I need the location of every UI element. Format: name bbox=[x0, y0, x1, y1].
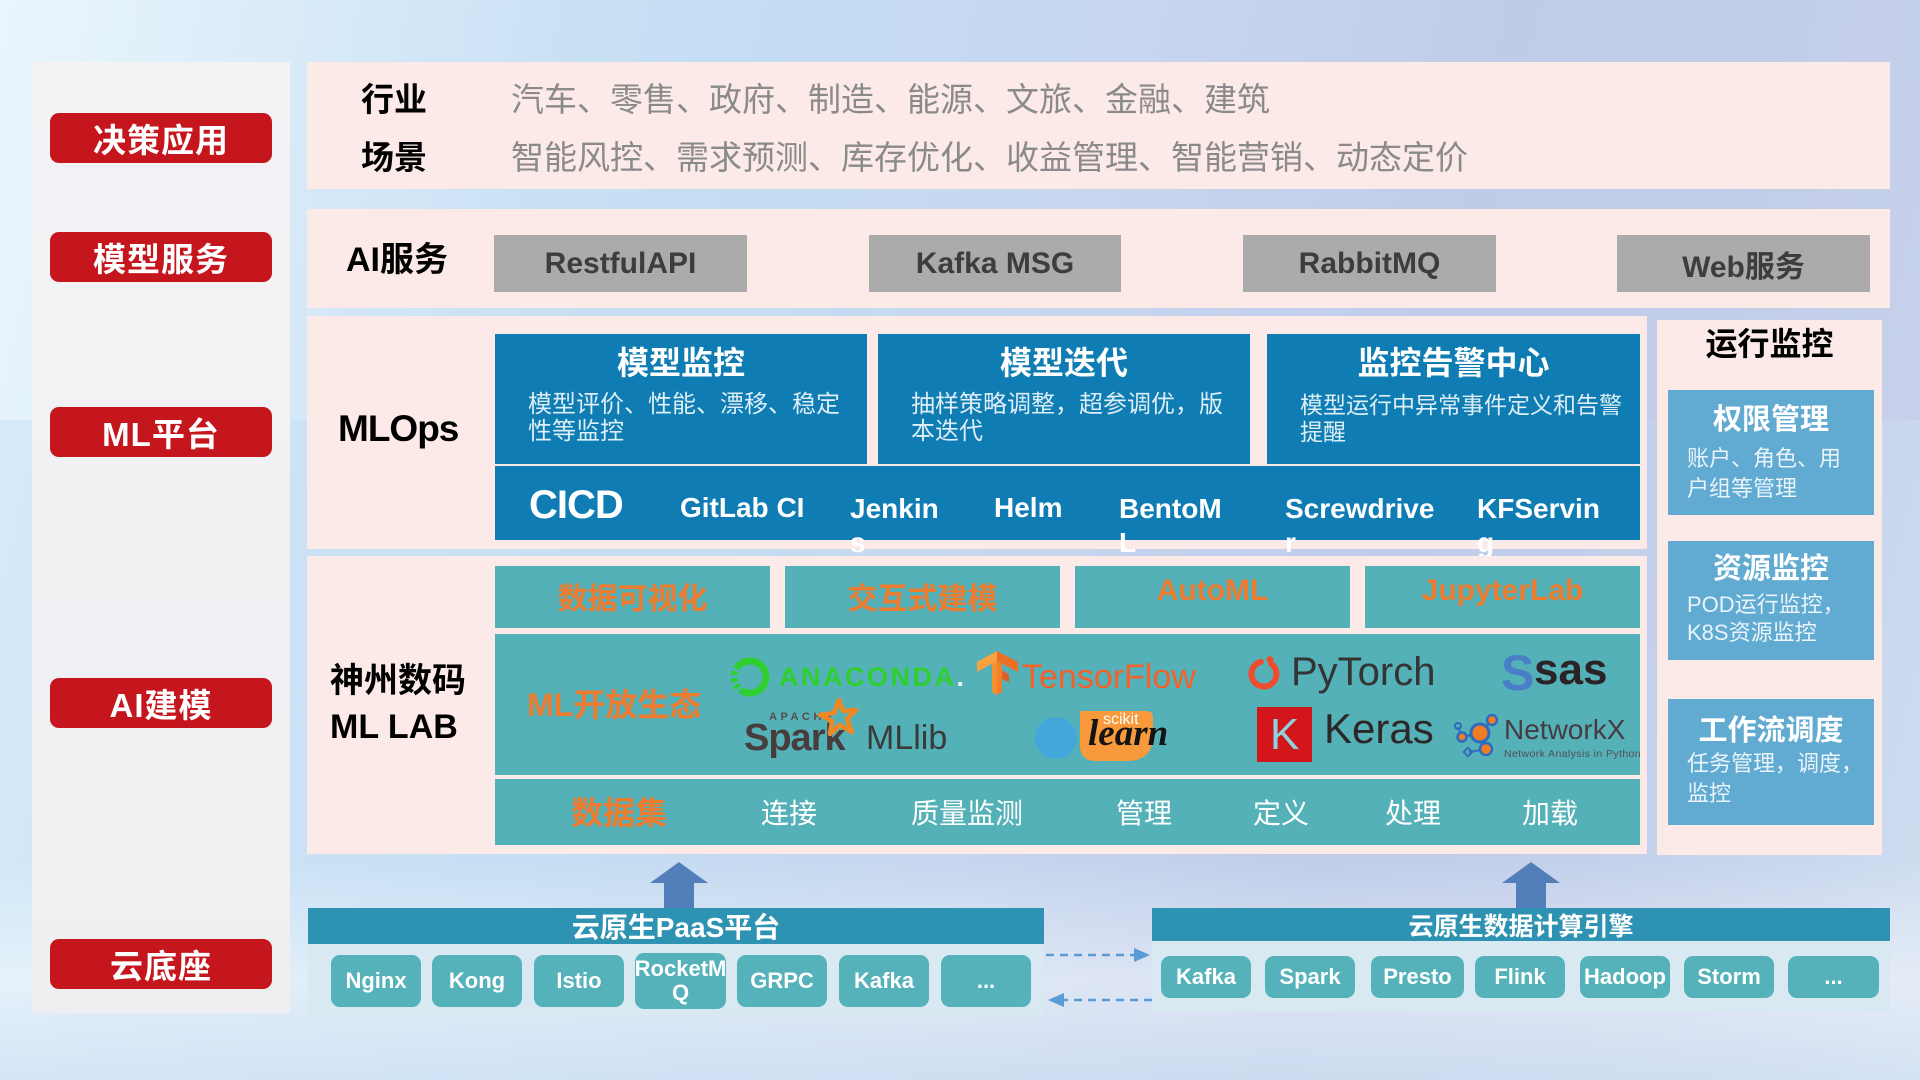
svg-text:S: S bbox=[1501, 649, 1534, 699]
